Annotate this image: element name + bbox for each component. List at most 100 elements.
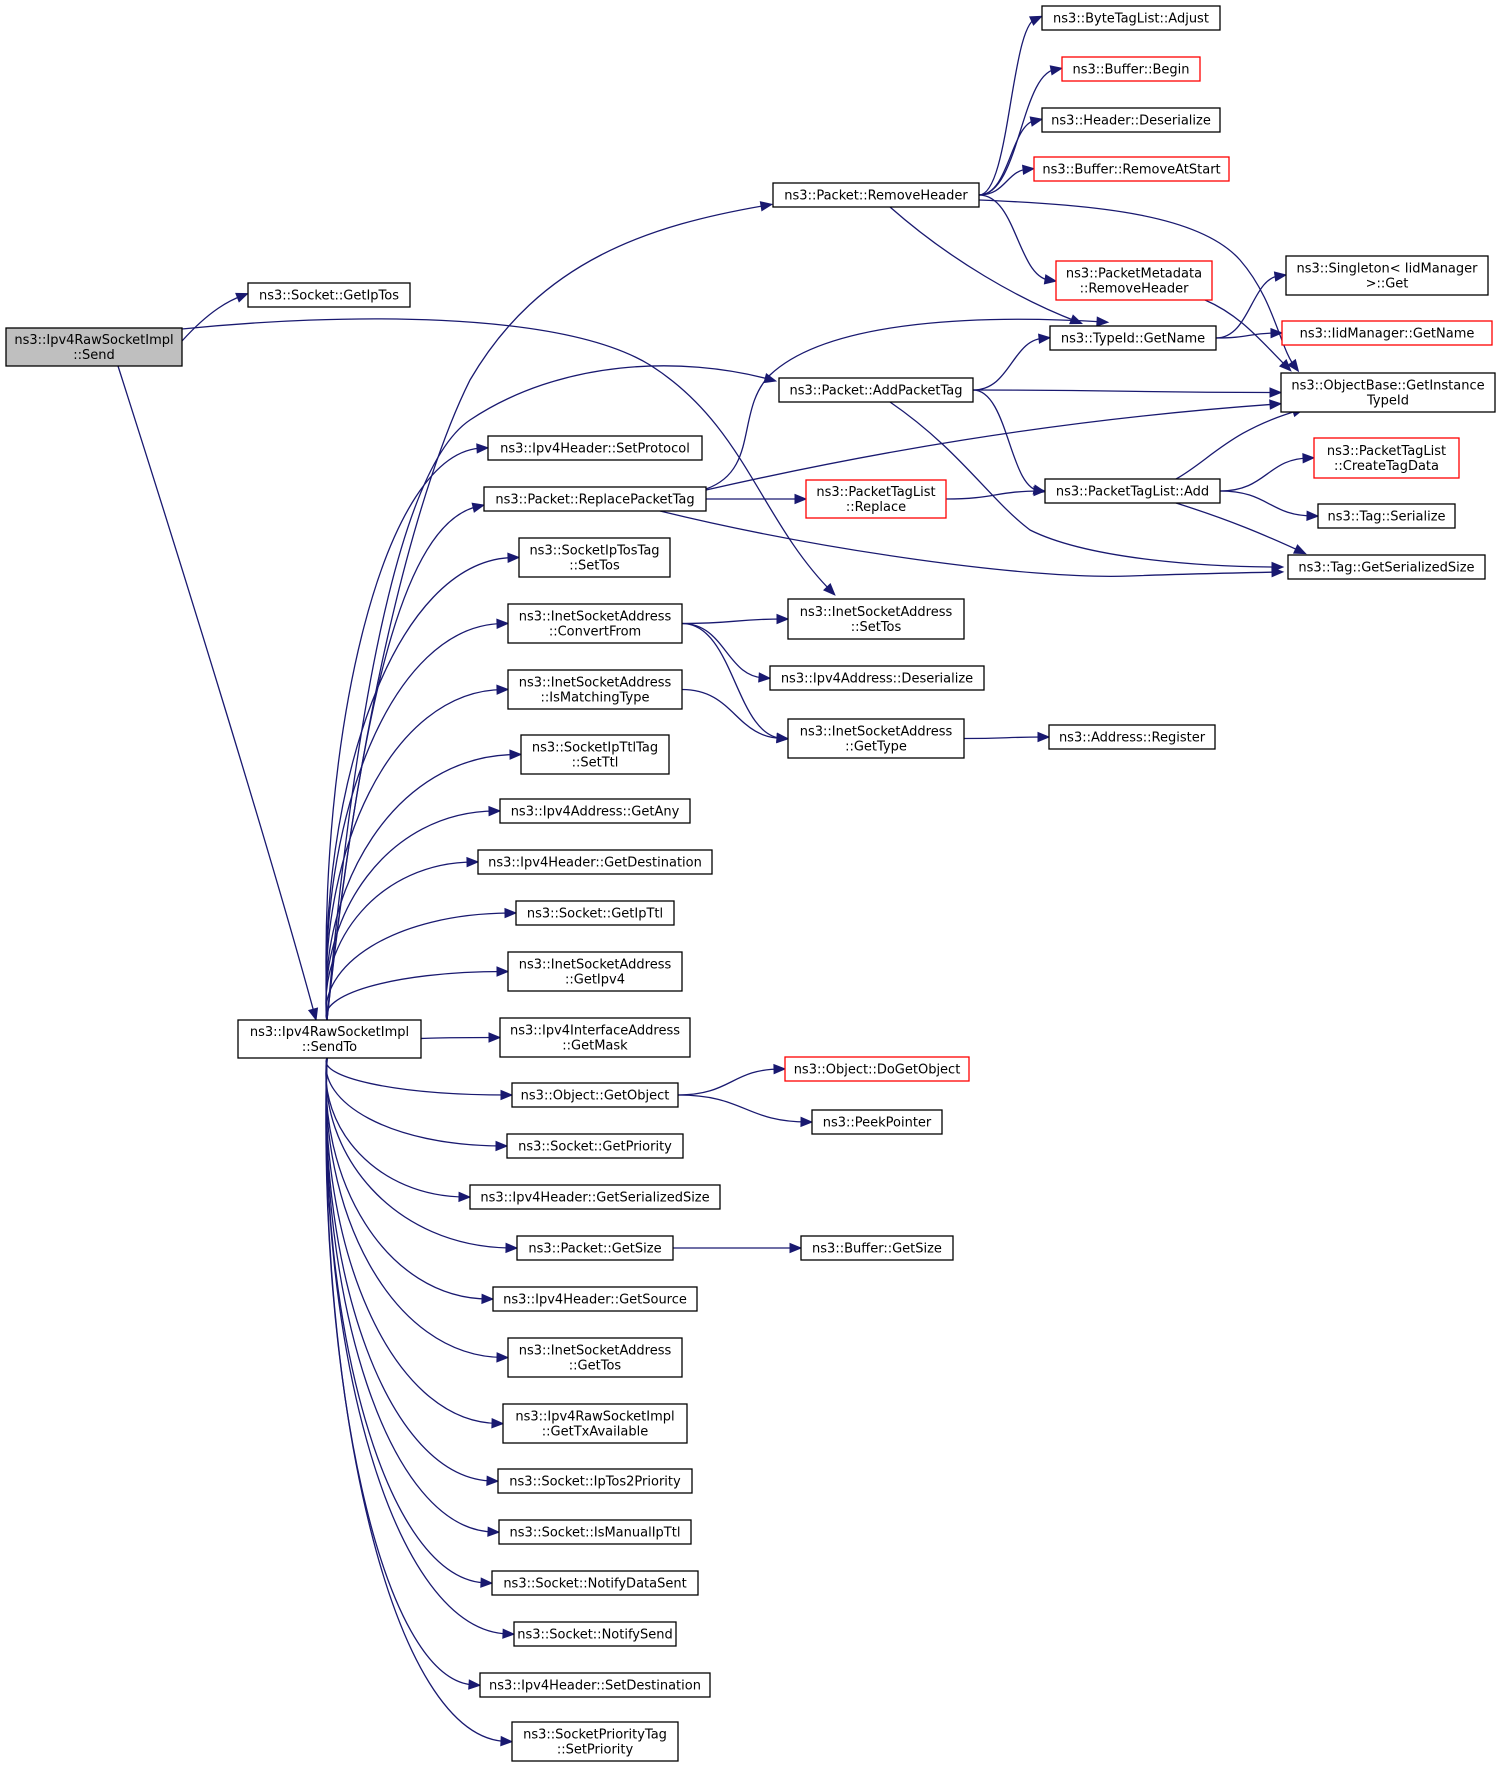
edge-line: [181, 294, 245, 342]
node-box: [507, 1337, 683, 1378]
node-inet-gettype[interactable]: ns3::InetSocketAddress::GetType: [787, 718, 965, 759]
node-label-line: ns3::Ipv4Header::SetProtocol: [500, 442, 690, 457]
node-box: [492, 1286, 698, 1312]
call-edge-sendto-to-ismatchingtype: [325, 684, 510, 1021]
edge-line: [963, 736, 1046, 740]
node-inet-settos[interactable]: ns3::InetSocketAddress::SetTos: [787, 598, 965, 640]
node-convertfrom[interactable]: ns3::InetSocketAddress::ConvertFrom: [507, 603, 683, 644]
node-notifydatasent[interactable]: ns3::Socket::NotifyDataSent: [491, 1570, 699, 1596]
edge-arrowhead: [307, 1007, 319, 1022]
node-addpackettag[interactable]: ns3::Packet::AddPacketTag: [778, 377, 974, 403]
call-edge-replacepackettag-to-tag_getserializedsize: [659, 510, 1285, 578]
node-label-line: ns3::PacketTagList: [1327, 444, 1446, 459]
node-getipv4[interactable]: ns3::InetSocketAddress::GetIpv4: [507, 951, 683, 992]
node-gettxavailable[interactable]: ns3::Ipv4RawSocketImpl::GetTxAvailable: [502, 1403, 688, 1444]
call-edge-sendto-to-iptostag_settos: [325, 552, 521, 1021]
node-object-dogetobject[interactable]: ns3::Object::DoGetObject: [784, 1056, 970, 1082]
node-replacepackettag[interactable]: ns3::Packet::ReplacePacketTag: [483, 486, 707, 512]
edge-arrowhead: [1029, 15, 1043, 26]
node-box: [513, 1621, 677, 1647]
node-tag-serialize[interactable]: ns3::Tag::Serialize: [1317, 503, 1456, 529]
node-getiptos[interactable]: ns3::Socket::GetIpTos: [247, 282, 411, 308]
call-edge-typeid_getname-to-iidmanager_getname: [1215, 327, 1284, 339]
node-getany[interactable]: ns3::Ipv4Address::GetAny: [499, 798, 691, 824]
edge-line: [978, 194, 1053, 282]
call-edge-sendto-to-replacepackettag: [326, 502, 486, 1021]
edge-arrowhead: [773, 1063, 787, 1075]
node-iptostag-settos[interactable]: ns3::SocketIpTosTag::SetTos: [518, 537, 671, 578]
node-getdestination[interactable]: ns3::Ipv4Header::GetDestination: [477, 849, 713, 875]
node-iptos2priority[interactable]: ns3::Socket::IpTos2Priority: [497, 1468, 693, 1494]
call-edge-sendto-to-getipv4: [325, 966, 510, 1021]
edge-line: [972, 389, 1278, 394]
node-box: [1049, 325, 1217, 351]
node-ismanualipttl[interactable]: ns3::Socket::IsManualIpTtl: [498, 1519, 692, 1545]
node-singleton-get[interactable]: ns3::Singleton< IidManager>::Get: [1285, 255, 1489, 296]
node-label-line: ns3::Singleton< IidManager: [1296, 262, 1478, 277]
call-edge-sendto-to-getpriority: [325, 1057, 509, 1152]
node-iidmanager-getname[interactable]: ns3::IidManager::GetName: [1281, 320, 1493, 346]
edge-arrowhead: [496, 1352, 510, 1363]
node-label-line: ::IsMatchingType: [541, 691, 650, 706]
edge-line: [325, 622, 505, 1021]
edge-arrowhead: [509, 749, 523, 760]
call-edge-getobject-to-object_dogetobject: [677, 1063, 787, 1096]
edge-arrowhead: [471, 502, 486, 513]
node-createtagdata[interactable]: ns3::PacketTagList::CreateTagData: [1313, 437, 1460, 479]
node-prioritytag-setpriority[interactable]: ns3::SocketPriorityTag::SetPriority: [511, 1721, 679, 1762]
call-edge-packettaglist_add-to-createtagdata: [1219, 453, 1316, 492]
node-setdestination[interactable]: ns3::Ipv4Header::SetDestination: [479, 1672, 711, 1698]
node-packettaglist-add[interactable]: ns3::PacketTagList::Add: [1044, 478, 1221, 504]
node-buffer-removeatstart[interactable]: ns3::Buffer::RemoveAtStart: [1033, 156, 1230, 182]
node-ipv4address-deserialize[interactable]: ns3::Ipv4Address::Deserialize: [769, 665, 985, 691]
node-buffer-getsize[interactable]: ns3::Buffer::GetSize: [800, 1235, 954, 1261]
node-box: [516, 1235, 674, 1261]
node-getipttl[interactable]: ns3::Socket::GetIpTtl: [515, 900, 675, 926]
node-getserializedsize-hdr[interactable]: ns3::Ipv4Header::GetSerializedSize: [469, 1184, 721, 1210]
edge-arrowhead: [1269, 399, 1283, 410]
node-ismatchingtype[interactable]: ns3::InetSocketAddress::IsMatchingType: [507, 669, 683, 710]
edge-line: [681, 622, 785, 740]
node-getsource[interactable]: ns3::Ipv4Header::GetSource: [492, 1286, 698, 1312]
node-inet-gettos[interactable]: ns3::InetSocketAddress::GetTos: [507, 1337, 683, 1378]
node-box: [1287, 554, 1486, 580]
call-edge-replacepackettag-to-packettaglist_replace: [706, 493, 808, 505]
node-buffer-begin[interactable]: ns3::Buffer::Begin: [1061, 56, 1201, 82]
node-packettaglist-replace[interactable]: ns3::PacketTagList::Replace: [805, 479, 947, 519]
edge-arrowhead: [1278, 358, 1292, 372]
node-getmask[interactable]: ns3::Ipv4InterfaceAddress::GetMask: [499, 1017, 691, 1058]
call-edge-sendto-to-gettxavailable: [325, 1057, 505, 1429]
edge-arrowhead: [496, 966, 510, 977]
node-removeheader[interactable]: ns3::Packet::RemoveHeader: [772, 182, 980, 208]
node-label-line: ns3::Socket::GetIpTtl: [527, 907, 663, 922]
edge-arrowhead: [1302, 453, 1316, 464]
node-bytetaglist-adjust[interactable]: ns3::ByteTagList::Adjust: [1041, 5, 1221, 31]
node-label-line: ns3::PacketMetadata: [1066, 267, 1202, 282]
node-typeid-getname[interactable]: ns3::TypeId::GetName: [1049, 325, 1217, 351]
call-edge-sendto-to-getobject: [325, 1057, 514, 1101]
node-box: [1041, 107, 1221, 133]
edge-line: [1219, 457, 1311, 492]
node-metadata-removeheader[interactable]: ns3::PacketMetadata::RemoveHeader: [1055, 260, 1213, 301]
call-edge-packettaglist_replace-to-packettaglist_add: [945, 485, 1047, 500]
node-box: [487, 435, 703, 461]
call-edge-ismatchingtype-to-inet_gettype: [681, 688, 790, 744]
node-getobject[interactable]: ns3::Object::GetObject: [511, 1082, 679, 1108]
node-setprotocol[interactable]: ns3::Ipv4Header::SetProtocol: [487, 435, 703, 461]
node-box: [778, 377, 974, 403]
node-label-line: ns3::Socket::GetIpTos: [259, 289, 399, 304]
node-address-register[interactable]: ns3::Address::Register: [1048, 724, 1216, 750]
call-edge-root-to-sendto: [117, 365, 319, 1022]
node-peekpointer[interactable]: ns3::PeekPointer: [811, 1109, 943, 1135]
node-ipttltag-setttl[interactable]: ns3::SocketIpTtlTag::SetTtl: [520, 734, 670, 775]
node-label-line: ns3::Tag::Serialize: [1327, 510, 1445, 525]
node-notifysend[interactable]: ns3::Socket::NotifySend: [513, 1621, 677, 1647]
node-getpriority[interactable]: ns3::Socket::GetPriority: [506, 1133, 684, 1159]
node-label-line: ::Replace: [846, 500, 906, 515]
node-tag-getserializedsize[interactable]: ns3::Tag::GetSerializedSize: [1287, 554, 1486, 580]
edge-arrowhead: [1033, 485, 1047, 497]
node-packet-getsize[interactable]: ns3::Packet::GetSize: [516, 1235, 674, 1261]
node-header-deserialize[interactable]: ns3::Header::Deserialize: [1041, 107, 1221, 133]
node-sendto[interactable]: ns3::Ipv4RawSocketImpl::SendTo: [237, 1019, 422, 1059]
